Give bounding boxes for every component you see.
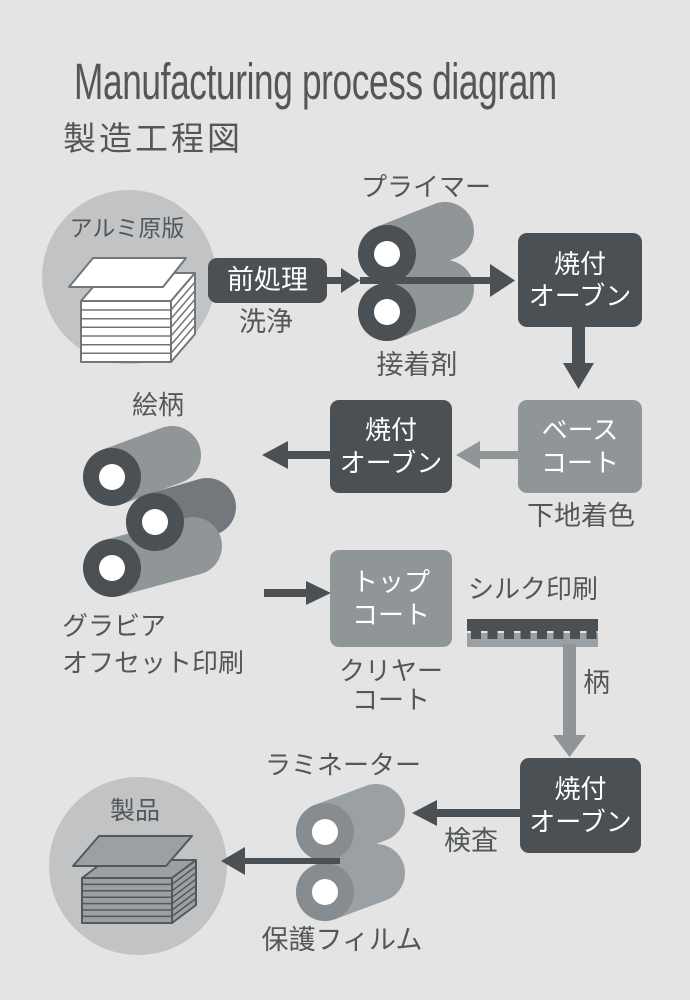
undercoat-coloring-label: 下地着色 bbox=[527, 501, 635, 531]
arrow-printing-to-topcoat bbox=[264, 581, 331, 605]
adhesive-label: 接着剤 bbox=[376, 350, 458, 380]
arrow-oven2-to-printing bbox=[262, 441, 330, 469]
arrow-silk-down bbox=[553, 644, 586, 757]
gravure-offset-printing-label: グラビア オフセット印刷 bbox=[62, 611, 245, 678]
base-coat-box: ベース コート bbox=[518, 400, 642, 493]
silk-printing-label: シルク印刷 bbox=[467, 574, 599, 604]
clear-coat-label: クリヤー コート bbox=[338, 656, 444, 715]
laminator-rollers-icon bbox=[296, 784, 405, 921]
pretreatment-box: 前処理 bbox=[208, 258, 327, 303]
protective-film-label: 保護フィルム bbox=[261, 925, 423, 955]
silk-pattern-label: 柄 bbox=[583, 668, 610, 698]
top-coat-box: トップ コート bbox=[330, 550, 452, 647]
baking-oven-3-box: 焼付 オーブン bbox=[520, 758, 641, 853]
product-stack-icon bbox=[72, 835, 197, 924]
arrow-basecoat-to-oven2 bbox=[456, 441, 518, 469]
page-title: Manufacturing process diagram bbox=[74, 53, 557, 110]
arrow-pretreat-to-rollers bbox=[326, 268, 360, 293]
baking-oven-1-box: 焼付 オーブン bbox=[518, 233, 642, 327]
arrow-laminator-to-product bbox=[221, 847, 340, 875]
inspection-label: 検査 bbox=[444, 826, 498, 856]
washing-label: 洗浄 bbox=[239, 307, 293, 337]
arrow-oven3-to-laminator bbox=[412, 800, 520, 826]
coating-rollers-icon bbox=[358, 202, 474, 341]
baking-oven-2-box: 焼付 オーブン bbox=[330, 400, 452, 493]
silk-screen-icon bbox=[467, 619, 598, 647]
page-subtitle: 製造工程図 bbox=[63, 120, 243, 157]
pattern-label: 絵柄 bbox=[131, 390, 185, 420]
arrow-oven1-down bbox=[563, 325, 594, 389]
product-label: 製品 bbox=[109, 797, 161, 825]
aluminum-sheet-stack-icon bbox=[68, 257, 196, 363]
aluminum-plate-label: アルミ原版 bbox=[69, 215, 185, 241]
printing-rollers-icon bbox=[83, 426, 236, 597]
primer-label: プライマー bbox=[360, 172, 492, 202]
arrow-rollers-to-oven1 bbox=[360, 264, 515, 297]
laminator-label: ラミネーター bbox=[264, 750, 422, 780]
